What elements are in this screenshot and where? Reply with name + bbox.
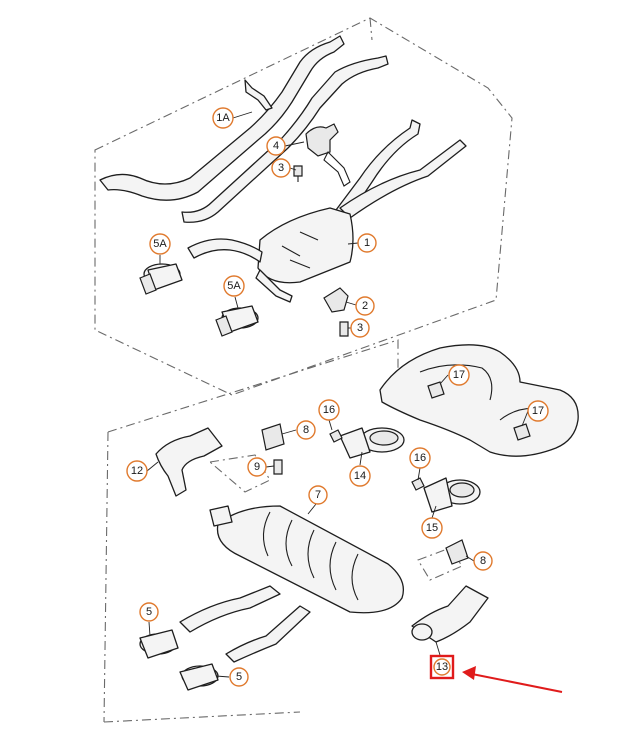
lower-group-frame bbox=[103, 339, 463, 723]
callout-1a-label: 1A bbox=[216, 112, 230, 124]
callout-1: 1 bbox=[357, 233, 377, 253]
tailpipe-trim-14 bbox=[339, 427, 405, 459]
center-silencer-1 bbox=[187, 119, 467, 303]
callout-15-label: 15 bbox=[426, 522, 438, 534]
callout-1-label: 1 bbox=[364, 237, 370, 249]
callout-2: 2 bbox=[355, 296, 375, 316]
callout-17-left: 17 bbox=[448, 364, 470, 386]
callout-12: 12 bbox=[126, 460, 148, 482]
red-pointer-arrow bbox=[462, 666, 563, 693]
callout-5a-upper-label: 5A bbox=[153, 238, 167, 250]
callout-3-lower-label: 3 bbox=[357, 322, 363, 334]
callout-17-right-label: 17 bbox=[532, 405, 544, 417]
callout-3-upper-label: 3 bbox=[278, 162, 284, 174]
callout-9-label: 9 bbox=[254, 461, 260, 473]
callout-5a-upper: 5A bbox=[149, 233, 171, 255]
rear-pipes bbox=[179, 585, 311, 663]
hanger-2 bbox=[323, 287, 349, 313]
callout-3-upper: 3 bbox=[271, 158, 291, 178]
callout-17-right: 17 bbox=[527, 400, 549, 422]
front-pipe-1a bbox=[99, 35, 389, 223]
callout-2-label: 2 bbox=[362, 300, 368, 312]
callout-5-upper-label: 5 bbox=[146, 606, 152, 618]
callout-7: 7 bbox=[308, 485, 328, 505]
callout-8-lower-label: 8 bbox=[480, 555, 486, 567]
callout-17-left-label: 17 bbox=[453, 369, 465, 381]
callout-5-lower: 5 bbox=[229, 667, 249, 687]
callout-7-label: 7 bbox=[315, 489, 321, 501]
bolt-3-upper bbox=[293, 165, 303, 182]
bracket-8-lower bbox=[445, 539, 469, 565]
callout-4: 4 bbox=[266, 136, 286, 156]
clamp-5a-a bbox=[139, 263, 183, 295]
callout-13-highlighted: 13 bbox=[429, 654, 455, 680]
clamp-5a-b bbox=[215, 305, 259, 337]
callout-8-upper-label: 8 bbox=[303, 424, 309, 436]
bolt-3-lower bbox=[339, 321, 349, 337]
callout-5a-lower: 5A bbox=[223, 275, 245, 297]
callout-5a-lower-label: 5A bbox=[227, 280, 241, 292]
callout-8-upper: 8 bbox=[296, 420, 316, 440]
callout-4-label: 4 bbox=[273, 140, 279, 152]
intermediate-pipe-12 bbox=[155, 427, 223, 497]
callout-12-label: 12 bbox=[131, 465, 143, 477]
callout-16-upper-label: 16 bbox=[323, 404, 335, 416]
callout-9: 9 bbox=[247, 457, 267, 477]
clamp-5-b bbox=[179, 663, 219, 691]
bolts-16 bbox=[329, 429, 425, 491]
callout-16-upper: 16 bbox=[318, 399, 340, 421]
heat-shield-17 bbox=[379, 344, 579, 457]
upper-group-frame bbox=[94, 17, 513, 396]
callout-1a: 1A bbox=[212, 107, 234, 129]
callout-13-label: 13 bbox=[436, 661, 448, 673]
hanger-4 bbox=[305, 123, 351, 187]
callout-5-lower-label: 5 bbox=[236, 671, 242, 683]
callout-8-lower: 8 bbox=[473, 551, 493, 571]
callout-16-lower-label: 16 bbox=[414, 452, 426, 464]
tailpipe-trim-15 bbox=[423, 477, 481, 513]
clamp-5-a bbox=[139, 629, 179, 659]
callout-3-lower: 3 bbox=[350, 318, 370, 338]
callout-15: 15 bbox=[421, 517, 443, 539]
callout-5-upper: 5 bbox=[139, 602, 159, 622]
callout-16-lower: 16 bbox=[409, 447, 431, 469]
bracket-8-upper bbox=[261, 423, 285, 451]
bolt-9 bbox=[273, 459, 283, 475]
callout-14: 14 bbox=[349, 465, 371, 487]
callout-14-label: 14 bbox=[354, 470, 366, 482]
tail-pipe-13 bbox=[411, 585, 489, 643]
rear-silencer-7 bbox=[209, 505, 405, 614]
